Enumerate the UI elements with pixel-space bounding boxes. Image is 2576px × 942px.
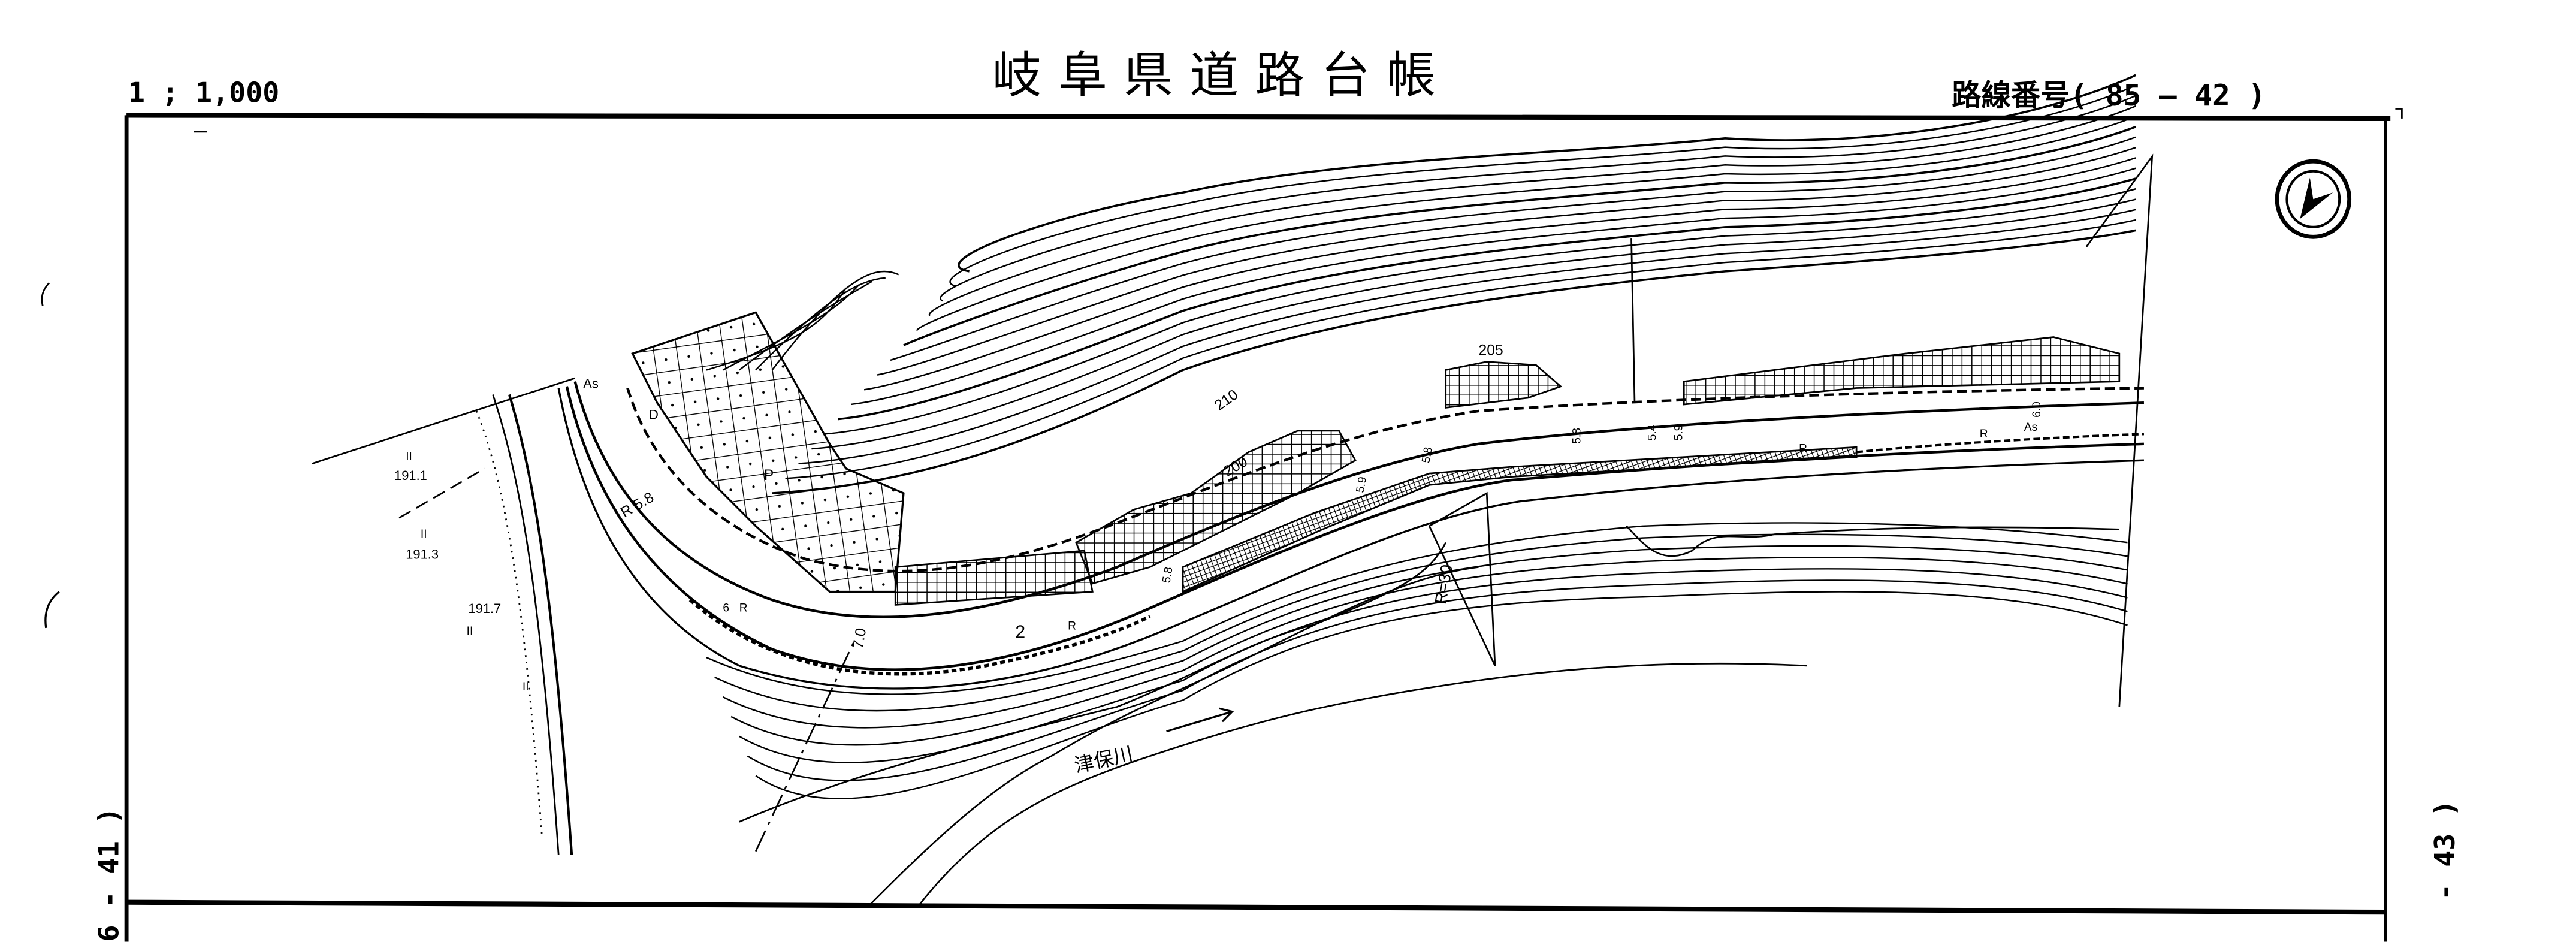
contour-line: [706, 522, 2128, 695]
sheet-frame: [41, 108, 2403, 942]
contour-line: [838, 177, 2136, 421]
route-number: 路線番号( 85 — 42 ): [1952, 78, 2266, 113]
width-label: 5.9: [1354, 476, 1369, 494]
contour-line: [890, 136, 2136, 361]
surface-asphalt: As: [2024, 421, 2037, 434]
elevation-191-1: 191.1: [394, 468, 427, 483]
contour-line: [714, 533, 2128, 712]
contour-line: [825, 188, 2136, 435]
contour-line: [903, 125, 2136, 346]
contour-lines: [706, 74, 2154, 905]
contour-line: [755, 277, 886, 371]
contour-line: [1626, 525, 2119, 557]
slope-hatch: [1075, 430, 1357, 585]
contour-line: [722, 545, 2128, 729]
contour-label-205: 205: [1479, 343, 1503, 359]
contour-line: [870, 566, 1479, 905]
building-block: [894, 550, 1094, 606]
width-label: 5.8: [1160, 566, 1175, 584]
contour-line: [2085, 153, 2154, 707]
map-labels: 津保川 210 205 200 191.1 191.3 191.7 II II …: [394, 343, 2043, 777]
width-label: 5.9: [1673, 425, 1686, 441]
contour-line: [919, 662, 1807, 905]
adjacent-sheet-left: 6 - 41 ): [92, 807, 125, 941]
slope-hatch: [1683, 336, 2121, 406]
ditto-mark: II: [406, 451, 412, 463]
surface-paddy: P: [764, 467, 774, 484]
adjacent-sheet-right: - 43 ): [2429, 800, 2461, 901]
contour-line: [771, 270, 899, 371]
contour-line: [940, 95, 2136, 302]
width-label: 5.8: [1571, 428, 1584, 444]
width-label: 5.4: [1647, 424, 1659, 440]
road-r-label: R: [1799, 442, 1807, 455]
width-label: 5.8: [1420, 446, 1435, 464]
flow-arrow-icon: [1166, 707, 1234, 733]
contour-line: [747, 579, 2128, 781]
hatched-areas: [631, 311, 2121, 606]
contour-line: [851, 167, 2136, 406]
width-label: 7.0: [850, 627, 870, 650]
ditto-mark: II: [467, 625, 473, 638]
curve-radius-label: R=30: [1431, 563, 1456, 606]
elevation-191-3: 191.3: [406, 547, 439, 562]
contour-line: [958, 74, 2136, 273]
drain-label: D: [649, 407, 659, 422]
contour-line: [863, 157, 2136, 391]
contour-line: [877, 146, 2136, 376]
north-arrow-icon: [2275, 159, 2352, 239]
contour-line: [785, 219, 2136, 479]
road-r-label: R: [739, 602, 748, 614]
contour-line: [811, 198, 2136, 450]
width-label: 6.0: [2031, 401, 2043, 418]
prefectural-road-85: [312, 377, 2145, 855]
road-r-label: R: [1980, 428, 1988, 440]
rice-field-area: [631, 311, 905, 593]
sheet-title: 岐阜県道路台帳: [992, 47, 1452, 104]
scale-label: 1 ; 1,000: [128, 76, 279, 108]
road-r-label: R: [1068, 620, 1076, 633]
radius-label-small: R 5.8: [618, 489, 657, 521]
contour-line: [916, 116, 2136, 331]
contour-line: [772, 229, 2136, 494]
contour-line: [798, 209, 2136, 464]
contour-label-210: 210: [1212, 387, 1241, 414]
elevation-191-7: 191.7: [468, 601, 501, 616]
contour-line: [928, 105, 2136, 316]
slope-hatch: [1445, 361, 1563, 409]
contour-line: [949, 84, 2136, 287]
surface-asphalt: As: [583, 376, 599, 391]
contour-line: [755, 591, 2128, 799]
ditto-mark: II: [421, 528, 427, 541]
station-label: 2: [1015, 622, 1025, 642]
width-label: 6: [723, 602, 729, 614]
contour-line: [1630, 238, 1636, 403]
ditto-mark: II: [523, 681, 529, 693]
